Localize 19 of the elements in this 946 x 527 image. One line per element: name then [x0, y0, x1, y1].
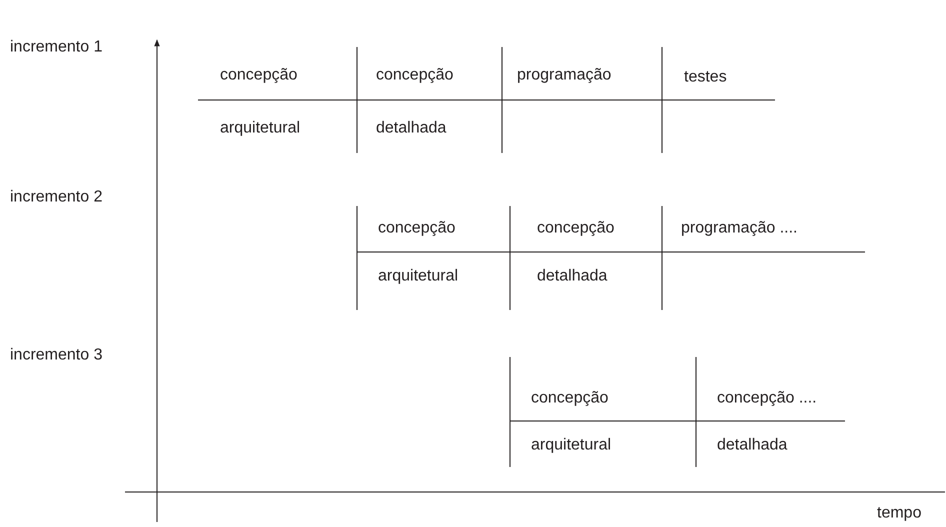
phase-label: concepção — [376, 65, 454, 85]
phase-label: concepção — [531, 388, 608, 408]
phase-label: concepção .... — [717, 388, 817, 408]
phase-label: concepção — [378, 218, 456, 238]
axis-label: tempo — [877, 503, 922, 523]
phase-label: testes — [684, 67, 727, 87]
phase-label: detalhada — [717, 435, 788, 455]
increment-label: incremento 3 — [10, 345, 102, 365]
phase-label: programação — [517, 65, 612, 85]
phase-label: detalhada — [376, 118, 446, 138]
increment-label: incremento 1 — [10, 37, 102, 57]
phase-label: concepção — [537, 218, 614, 238]
phase-label: detalhada — [537, 266, 608, 286]
phase-label: arquitetural — [531, 435, 612, 455]
phase-label: arquitetural — [378, 266, 458, 286]
phase-label: programação .... — [681, 218, 798, 238]
increment-label: incremento 2 — [10, 187, 102, 207]
phase-label: arquitetural — [220, 118, 300, 138]
phase-label: concepção — [220, 65, 298, 85]
